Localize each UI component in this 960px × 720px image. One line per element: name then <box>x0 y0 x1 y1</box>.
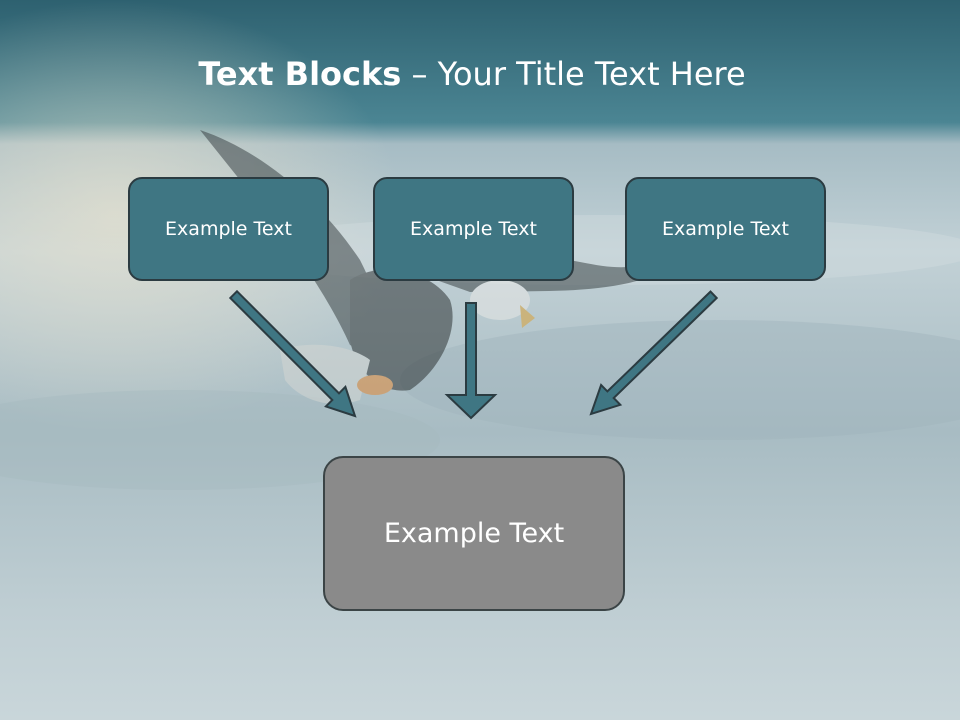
title-rest: Your Title Text Here <box>437 55 746 93</box>
target-text-block-label: Example Text <box>383 518 565 549</box>
title-separator: – <box>401 55 438 93</box>
text-block-3-label: Example Text <box>662 218 789 240</box>
diagonal-arrow-right <box>589 290 719 416</box>
page-title: Text Blocks – Your Title Text Here <box>0 52 944 96</box>
text-block-2[interactable]: Example Text <box>373 177 574 281</box>
target-text-block[interactable]: Example Text <box>323 456 625 611</box>
title-bold: Text Blocks <box>198 55 402 93</box>
text-block-2-label: Example Text <box>410 218 537 240</box>
text-block-1[interactable]: Example Text <box>128 177 329 281</box>
diagonal-arrow-left <box>228 289 357 418</box>
text-block-1-label: Example Text <box>165 218 292 240</box>
down-arrow-center <box>444 302 498 420</box>
text-block-3[interactable]: Example Text <box>625 177 826 281</box>
